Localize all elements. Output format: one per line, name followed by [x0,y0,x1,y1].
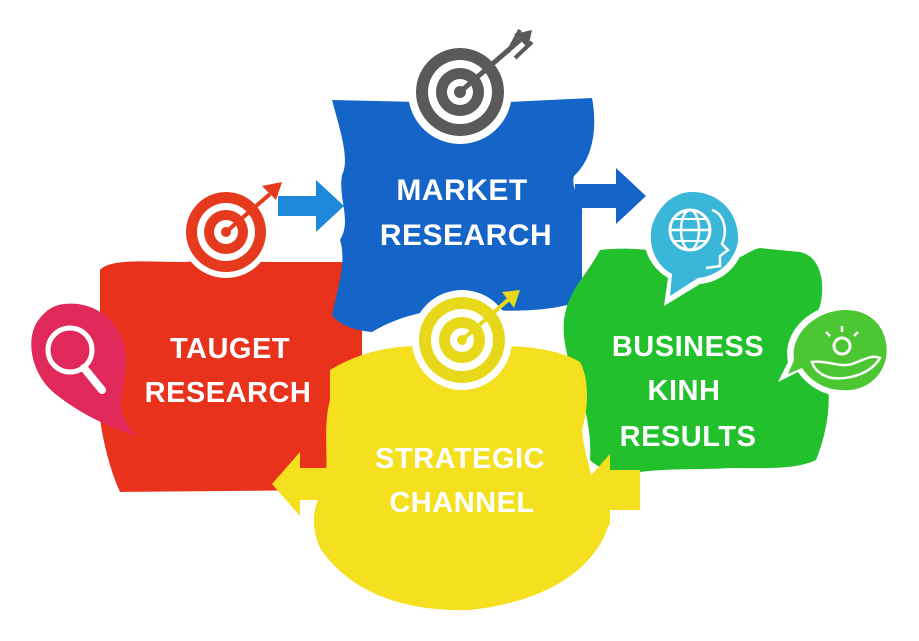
strategic-channel-piece [313,346,610,611]
arrow-icon [578,454,640,526]
arrow-icon [575,168,646,224]
business-results-title-line1: BUSINESS [612,331,764,363]
market-research-title-line2: RESEARCH [380,219,552,252]
target-icon [408,29,534,144]
business-results-title-line2: KINH [648,375,721,407]
magnifier-icon [31,303,136,436]
business-results-title-line3: RESULTS [620,421,757,453]
globe-head-icon [644,186,745,306]
target-research-title-line1: TAUGET [170,333,290,365]
business-results-piece [563,248,829,474]
target-icon [412,290,520,390]
arrow-icon [272,452,330,516]
hand-idea-icon [778,304,893,397]
target-icon [180,182,282,278]
target-research-title-line2: RESEARCH [145,377,312,409]
arrow-icon [278,180,344,232]
strategic-channel-title-line1: STRATEGIC [375,443,545,475]
strategic-channel-title-line2: CHANNEL [389,487,534,519]
target-research-piece [100,250,362,492]
market-research-title-line1: MARKET [396,174,527,207]
market-research-piece [332,98,595,332]
